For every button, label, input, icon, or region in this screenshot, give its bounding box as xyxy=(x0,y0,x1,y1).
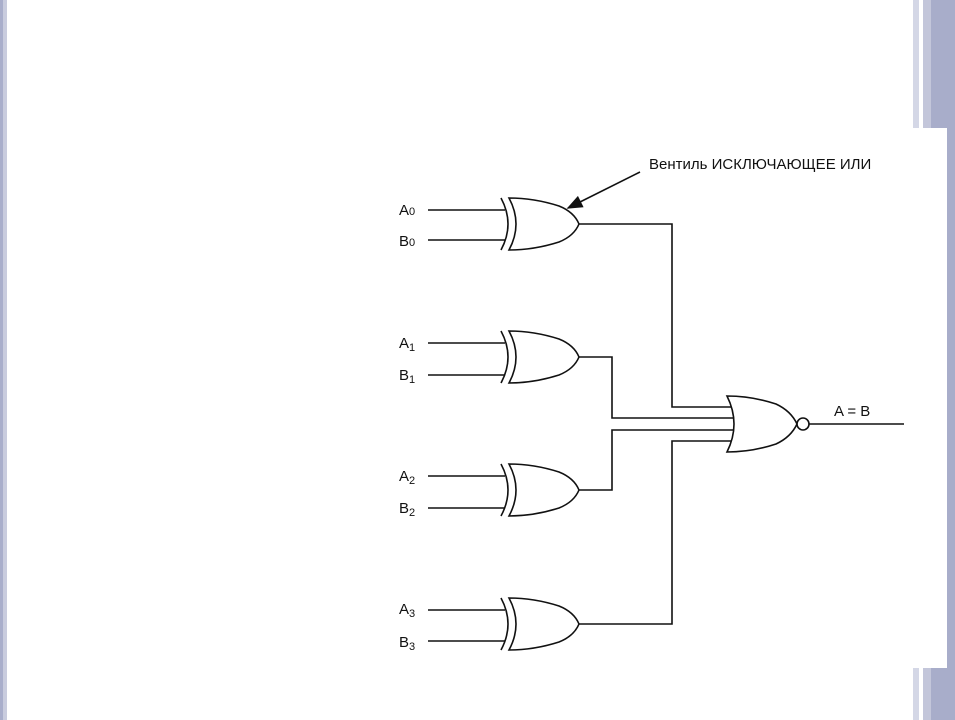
diagram-panel xyxy=(360,128,947,668)
nor-gate xyxy=(725,395,904,453)
callout-arrow xyxy=(566,171,641,209)
output-label: A = B xyxy=(834,403,870,420)
connecting-wires xyxy=(579,223,733,625)
xor-gate-2 xyxy=(428,463,580,517)
input-label-b3: B3 xyxy=(399,634,415,653)
input-labels: A0 B0 A1 B1 A2 B2 A3 B3 xyxy=(399,202,415,653)
xor-gate-1 xyxy=(428,330,580,384)
input-label-a3: A3 xyxy=(399,601,415,620)
input-label-b1: B1 xyxy=(399,367,415,386)
xor-gate-0 xyxy=(428,197,580,251)
input-label-b2: B2 xyxy=(399,500,415,519)
xor-gate-3 xyxy=(428,597,580,651)
input-label-b0: B0 xyxy=(399,233,415,250)
input-label-a1: A1 xyxy=(399,335,415,354)
input-label-a2: A2 xyxy=(399,468,415,487)
input-label-a0: A0 xyxy=(399,202,415,219)
slide-left-border xyxy=(0,0,7,720)
xor-callout-label: Вентиль ИСКЛЮЧАЮЩЕЕ ИЛИ xyxy=(649,156,871,173)
